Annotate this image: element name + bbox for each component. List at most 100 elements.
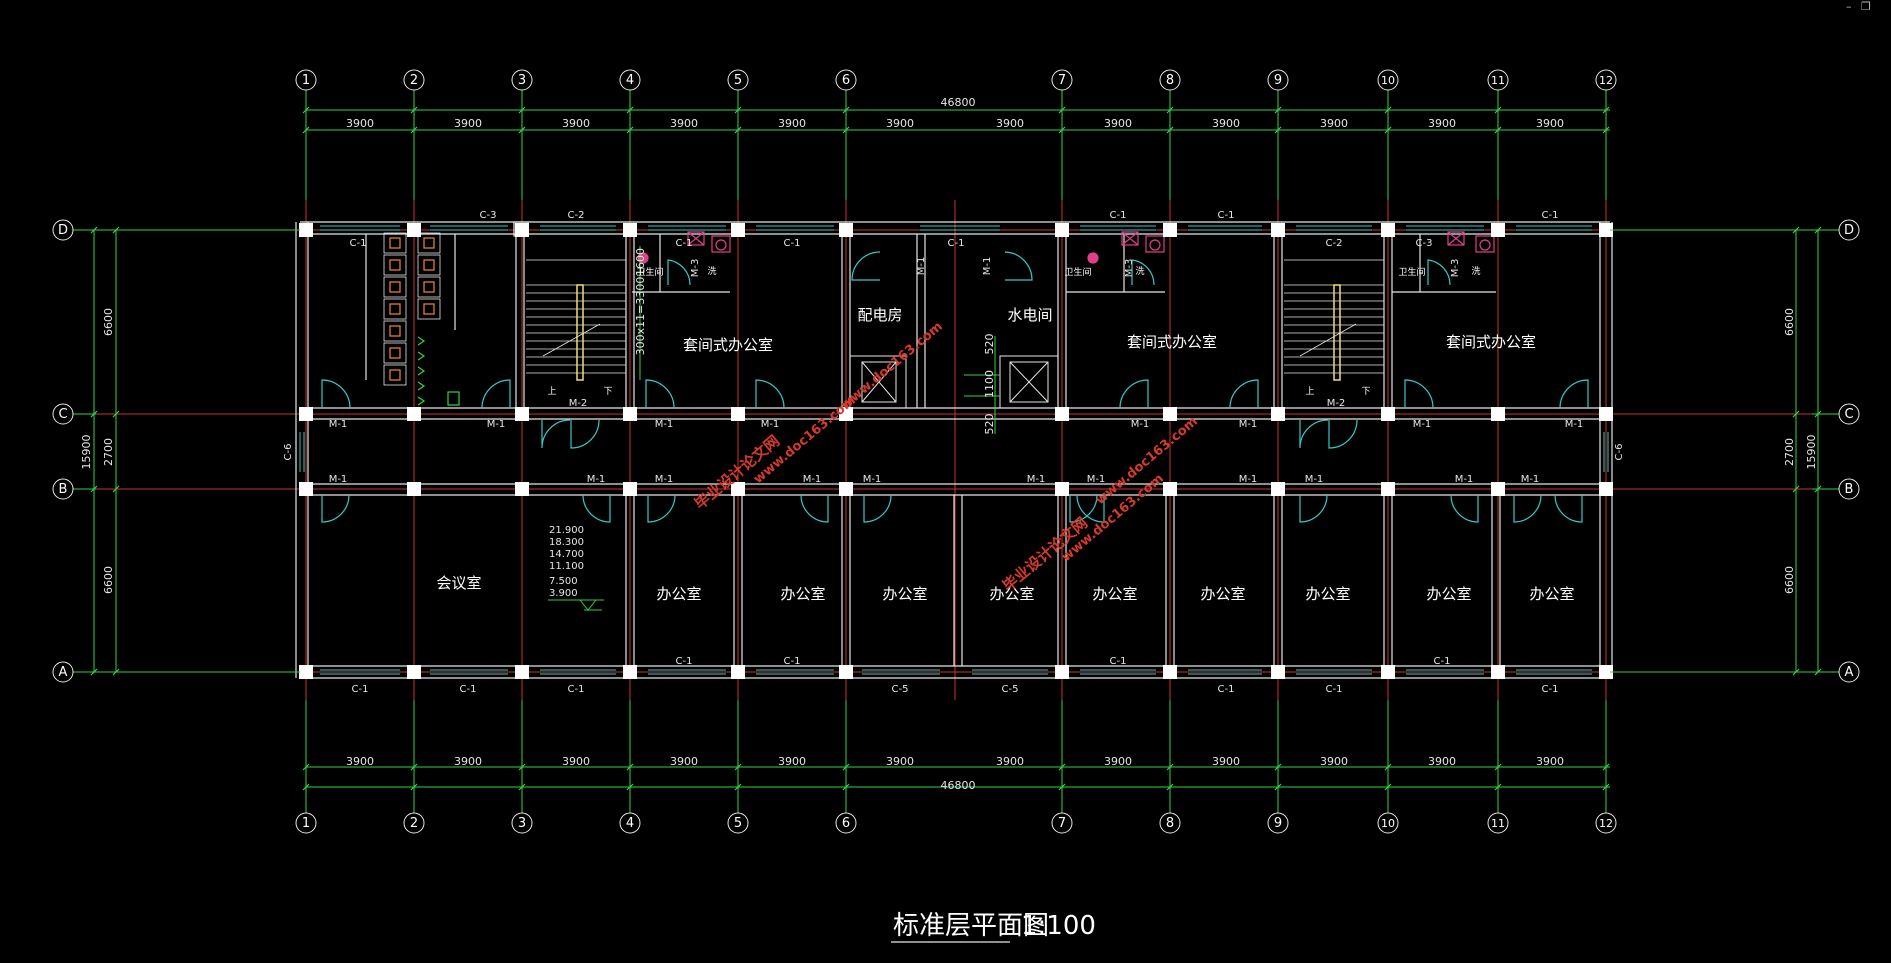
toilet-stall [417, 276, 441, 298]
toilet-stall [417, 232, 441, 254]
svg-text:C-1: C-1 [1110, 656, 1127, 667]
toilet-stall [383, 298, 407, 320]
svg-text:C-1: C-1 [460, 684, 477, 695]
svg-text:3900: 3900 [562, 755, 590, 768]
svg-text:洗: 洗 [1135, 265, 1144, 277]
svg-text:C-2: C-2 [1326, 238, 1343, 249]
svg-text:M-1: M-1 [1413, 419, 1432, 430]
row-axis-bubbles-right: D C B A [1838, 219, 1860, 683]
watermark-2: 毕业设计论文网 www.doc163.com [999, 471, 1167, 595]
dim-tick [842, 106, 850, 114]
column [623, 223, 637, 237]
svg-text:M-2: M-2 [1327, 398, 1346, 409]
axis-bubble-6: 6 [835, 69, 857, 91]
column [839, 223, 853, 237]
axis-bubble-B: B [52, 478, 74, 500]
svg-text:C-1: C-1 [1542, 684, 1559, 695]
column [407, 665, 421, 679]
dim-tick [302, 763, 310, 771]
dim-tick [1384, 126, 1392, 134]
room-office: 办公室 [780, 585, 825, 603]
toilet-icon [389, 281, 401, 293]
urinal-icon [417, 351, 426, 361]
urinal-icon [417, 396, 426, 406]
svg-text:3900: 3900 [1428, 755, 1456, 768]
svg-text:6600: 6600 [102, 566, 115, 594]
toilet-stall [383, 320, 407, 342]
svg-text:2: 2 [410, 816, 418, 831]
svg-text:下: 下 [1361, 387, 1370, 397]
svg-text:M-1: M-1 [1131, 419, 1150, 430]
window-openings [299, 225, 1609, 675]
dim-tick [90, 226, 98, 234]
toilet-icon [389, 259, 401, 271]
svg-text:3900: 3900 [1536, 755, 1564, 768]
stair-left [526, 259, 626, 381]
svg-text:3900: 3900 [1320, 755, 1348, 768]
drawing-title: 标准层平面图 1:100 [891, 911, 1096, 943]
dim-tick [1166, 126, 1174, 134]
room-water-electric: 水电间 [1007, 306, 1052, 324]
column [1381, 665, 1395, 679]
dimension-text-bottom: 3900 3900 3900 3900 3900 3900 3900 3900 … [346, 755, 1564, 792]
toilet-stall [383, 342, 407, 364]
dim-tick [1384, 783, 1392, 791]
svg-text:C-5: C-5 [1002, 684, 1019, 695]
svg-text:A: A [59, 665, 68, 680]
dim-tick [734, 126, 742, 134]
room-labels: 会议室 办公室 办公室 办公室 办公室 办公室 办公室 办公室 办公室 办公室 … [436, 306, 1574, 603]
room-meeting: 会议室 [436, 574, 481, 592]
toilet-icon [389, 369, 401, 381]
column [1381, 223, 1395, 237]
svg-text:3900: 3900 [886, 755, 914, 768]
dim-tick [1384, 106, 1392, 114]
dim-tick [1602, 126, 1610, 134]
dimension-text-misc: 300x11=3300 1600 520 1100 520 [634, 248, 996, 435]
svg-text:3: 3 [518, 73, 526, 88]
dim-tick [90, 410, 98, 418]
svg-text:3900: 3900 [1212, 117, 1240, 130]
dim-tick [1602, 106, 1610, 114]
column [1163, 223, 1177, 237]
room-office: 办公室 [1305, 585, 1350, 603]
svg-text:12: 12 [1599, 74, 1613, 87]
toilet-icon [389, 325, 401, 337]
svg-text:C-1: C-1 [352, 684, 369, 695]
svg-text:M-1: M-1 [587, 474, 606, 485]
svg-text:M-3: M-3 [690, 259, 701, 278]
dim-tick [1274, 126, 1282, 134]
svg-text:M-1: M-1 [1087, 474, 1106, 485]
dim-tick [1166, 763, 1174, 771]
urinal-icon [417, 336, 426, 346]
svg-text:5: 5 [734, 816, 742, 831]
room-office: 办公室 [1200, 585, 1245, 603]
dim-tick [734, 106, 742, 114]
room-office: 办公室 [1092, 585, 1137, 603]
dim-tick [842, 783, 850, 791]
room-office: 办公室 [1426, 585, 1471, 603]
svg-text:下: 下 [603, 387, 612, 397]
svg-text:3900: 3900 [454, 755, 482, 768]
watermark-3: www.doc163.com [838, 319, 946, 413]
dim-tick [1494, 783, 1502, 791]
toilet-stall [383, 254, 407, 276]
toilet-stall [417, 254, 441, 276]
axis-bubble-8: 8 [1159, 69, 1181, 91]
toilet-icon [423, 237, 435, 249]
svg-text:M-1: M-1 [1239, 474, 1258, 485]
svg-text:3900: 3900 [778, 117, 806, 130]
svg-text:C-2: C-2 [568, 210, 585, 221]
svg-text:C: C [1844, 407, 1853, 422]
svg-text:www.doc163.com: www.doc163.com [838, 319, 946, 413]
axis-bubble-1: 1 [295, 812, 317, 834]
svg-text:1: 1 [302, 816, 310, 831]
axis-bubble-8: 8 [1159, 812, 1181, 834]
dim-tick [1814, 668, 1822, 676]
minimize-icon[interactable]: – [1846, 0, 1852, 13]
svg-text:14.700: 14.700 [549, 549, 584, 560]
svg-text:3: 3 [518, 816, 526, 831]
toilet-icon [389, 347, 401, 359]
dim-tick [1494, 126, 1502, 134]
column [1599, 665, 1613, 679]
restore-icon[interactable]: ❐ [1861, 0, 1871, 13]
